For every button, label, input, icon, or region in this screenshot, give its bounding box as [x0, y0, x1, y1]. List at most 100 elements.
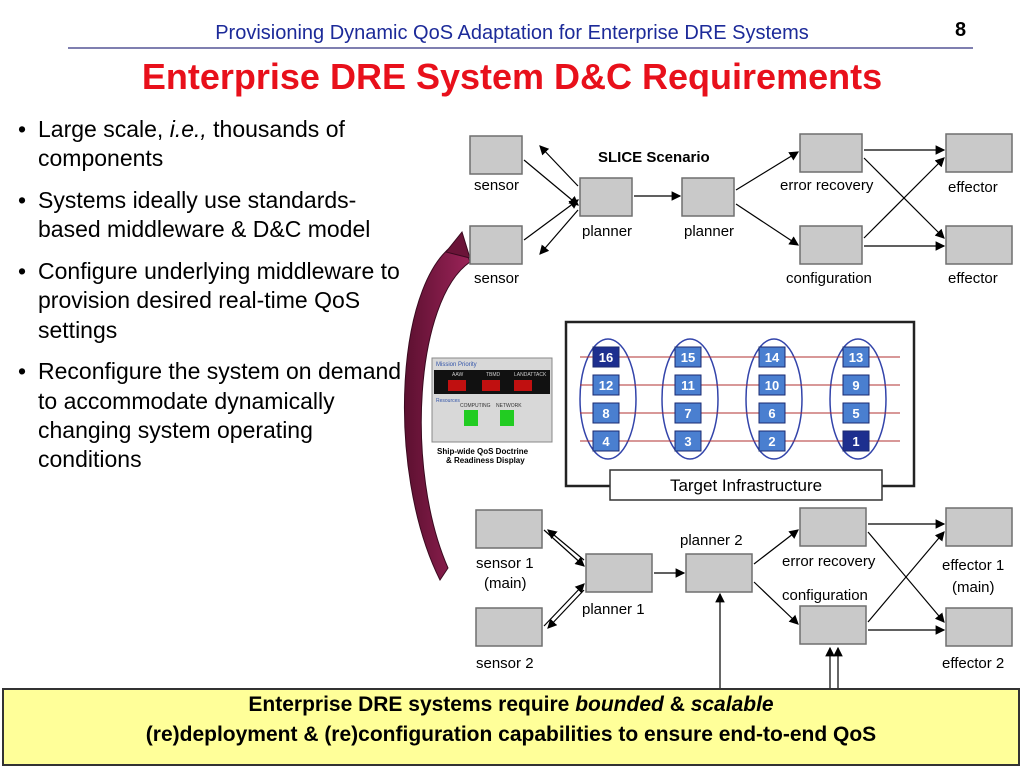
header-divider: [68, 47, 973, 49]
bullet-glyph: •: [18, 186, 27, 213]
sensor2-label: sensor 2: [476, 655, 534, 672]
planner-box: [579, 177, 633, 217]
infrastructure-node-label: 8: [602, 406, 609, 421]
infrastructure-node: [674, 430, 702, 452]
infrastructure-node: [592, 374, 620, 396]
configuration-box: [799, 605, 867, 645]
infrastructure-node: [592, 402, 620, 424]
configuration-label: configuration: [782, 587, 868, 604]
sensor1-sub-label: (main): [484, 575, 527, 592]
infrastructure-node: [674, 402, 702, 424]
infrastructure-node-label: 12: [599, 378, 613, 393]
planner-box: [681, 177, 735, 217]
callout-box: Enterprise DRE systems require bounded &…: [2, 688, 1020, 766]
bullet-item: •Systems ideally use standards-based mid…: [18, 186, 371, 243]
qos-readiness-display: Mission Priority AAW TBMD LANDATTACK Res…: [431, 357, 553, 465]
top-scenario: SLICE Scenario sensor sensor planner pla…: [469, 133, 1013, 287]
infrastructure-node-label: 3: [684, 434, 691, 449]
node-link: [661, 338, 719, 460]
infrastructure-node-label: 9: [852, 378, 859, 393]
node-link: [579, 338, 637, 460]
error-recovery-box: [799, 133, 863, 173]
infrastructure-node-label: 6: [768, 406, 775, 421]
effector1-box: [945, 507, 1013, 547]
reconfigure-arrow: [404, 239, 471, 581]
callout-line-2: (re)deployment & (re)configuration capab…: [145, 723, 877, 746]
infrastructure-node: [842, 346, 870, 368]
bullet-item: •Large scale, i.e., thousands of compone…: [18, 116, 345, 172]
callout-line-1: Enterprise DRE systems require bounded &…: [248, 693, 774, 716]
infrastructure-node-label: 11: [681, 378, 695, 393]
infrastructure-node: [674, 374, 702, 396]
error-recovery-box: [799, 507, 867, 547]
svg-text:Resources: Resources: [436, 398, 460, 404]
bullet-list: •Large scale, i.e., thousands of compone…: [14, 115, 409, 487]
effector1-label: effector 1: [942, 557, 1004, 574]
planner2-box: [685, 553, 753, 593]
infrastructure-node: [674, 346, 702, 368]
slide-title: Enterprise DRE System D&C Requirements: [141, 56, 883, 97]
infrastructure-node: [842, 430, 870, 452]
effector2-label: effector 2: [942, 655, 1004, 672]
target-infrastructure-label: Target Infrastructure: [670, 476, 822, 495]
planner2-label: planner 2: [680, 532, 743, 549]
planner1-label: planner 1: [582, 601, 645, 618]
bottom-scenario: sensor 1 (main) sensor 2 planner 1 plann…: [475, 507, 1013, 688]
infrastructure-node-label: 4: [602, 434, 610, 449]
sensor-box: [469, 225, 523, 265]
infrastructure-node-label: 2: [768, 434, 775, 449]
planner-label: planner: [684, 223, 734, 240]
bullet-glyph: •: [18, 257, 27, 284]
infrastructure-node: [758, 430, 786, 452]
planner1-box: [585, 553, 653, 593]
bullet-glyph: •: [18, 358, 27, 385]
bullet-item: •Reconfigure the system on demand to acc…: [18, 358, 402, 473]
error-recovery-label: error recovery: [780, 177, 874, 194]
effector-label: effector: [948, 179, 998, 196]
infrastructure-node-label: 16: [599, 350, 613, 365]
svg-text:NETWORK: NETWORK: [496, 403, 522, 409]
infrastructure-node-label: 13: [849, 350, 863, 365]
infrastructure-node: [758, 374, 786, 396]
effector-box: [945, 133, 1013, 173]
sensor2-box: [475, 607, 543, 647]
sensor-label: sensor: [474, 270, 519, 287]
infrastructure-node-label: 10: [765, 378, 779, 393]
sensor-label: sensor: [474, 177, 519, 194]
effector2-box: [945, 607, 1013, 647]
infrastructure-node-label: 5: [852, 406, 859, 421]
node-link: [745, 338, 803, 460]
svg-text:TBMD: TBMD: [486, 372, 501, 378]
infrastructure-node: [592, 430, 620, 452]
sensor1-label: sensor 1: [476, 555, 534, 572]
svg-text:Mission Priority: Mission Priority: [436, 362, 477, 368]
svg-text:Ship-wide QoS Doctrine: Ship-wide QoS Doctrine: [437, 447, 529, 456]
effector-box: [945, 225, 1013, 265]
infrastructure-node: [758, 346, 786, 368]
slice-scenario-title: SLICE Scenario: [598, 149, 710, 166]
infrastructure-node: [842, 374, 870, 396]
node-link: [829, 338, 887, 460]
error-recovery-label: error recovery: [782, 553, 876, 570]
header-title: Provisioning Dynamic QoS Adaptation for …: [215, 22, 809, 44]
infrastructure-node-label: 15: [681, 350, 695, 365]
infrastructure-node-label: 1: [852, 434, 859, 449]
svg-text:COMPUTING: COMPUTING: [460, 403, 491, 409]
infrastructure-node: [592, 346, 620, 368]
bullet-glyph: •: [18, 116, 27, 142]
planner-label: planner: [582, 223, 632, 240]
svg-text:& Readiness Display: & Readiness Display: [446, 456, 525, 465]
sensor-box: [469, 135, 523, 175]
bullet-item: •Configure underlying middleware to prov…: [18, 257, 400, 343]
sensor1-box: [475, 509, 543, 549]
infrastructure-node: [758, 402, 786, 424]
configuration-label: configuration: [786, 270, 872, 287]
infrastructure-node-label: 7: [684, 406, 691, 421]
effector1-sub-label: (main): [952, 579, 995, 596]
page-number: 8: [955, 19, 967, 41]
svg-text:AAW: AAW: [452, 372, 463, 378]
svg-text:LANDATTACK: LANDATTACK: [514, 372, 547, 378]
configuration-box: [799, 225, 863, 265]
